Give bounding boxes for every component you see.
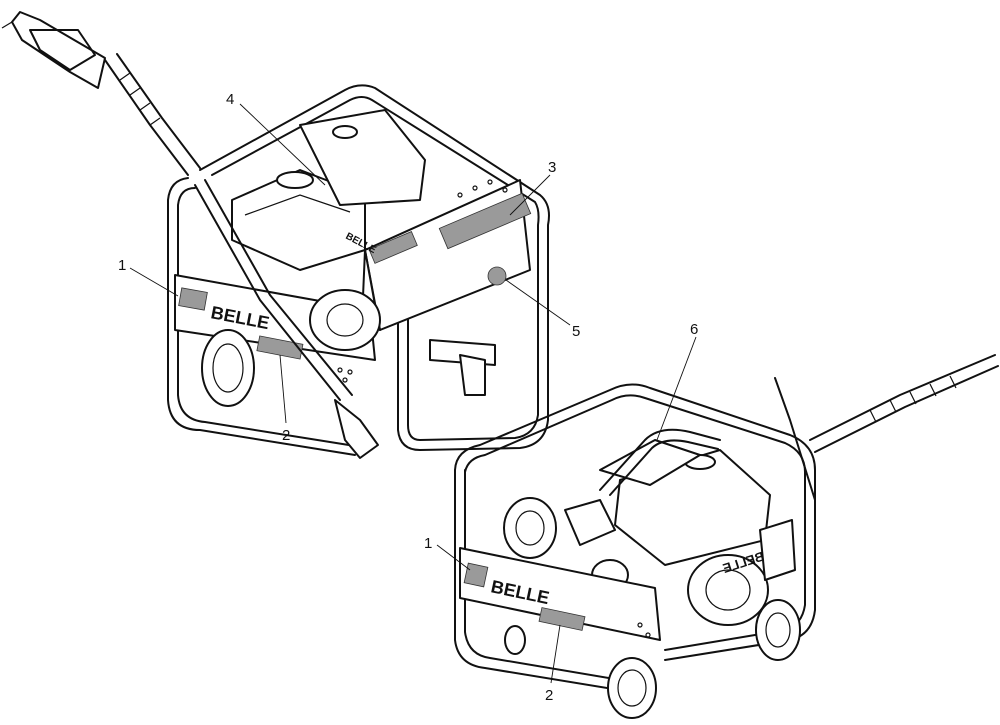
pressure-washer-front-view: BELLE BELLE	[1, 11, 580, 459]
roll-frame-rear	[454, 383, 816, 696]
callout-6: 6	[690, 321, 698, 338]
wheel-front	[201, 329, 255, 407]
spray-lance-rear	[774, 354, 999, 501]
control-panel: BELLE	[344, 179, 532, 331]
callout-5: 5	[572, 323, 580, 340]
roll-frame	[167, 84, 550, 456]
hose	[194, 179, 379, 459]
callouts-front: 1 2 3 4 5	[118, 91, 580, 444]
decal-5	[487, 266, 507, 286]
wheels-rear	[504, 599, 801, 719]
decal-2-rear	[538, 607, 586, 631]
callout-2-front: 2	[282, 427, 290, 444]
decal-1-front	[178, 287, 208, 311]
spray-lance	[1, 11, 201, 176]
pressure-washer-rear-view: BELLE BELLE	[424, 321, 999, 719]
decal-3	[438, 192, 532, 250]
callout-1-rear: 1	[424, 535, 432, 552]
callouts-rear: 1 2 6	[424, 321, 698, 704]
handle-rear	[599, 428, 721, 496]
callout-1-front: 1	[118, 257, 126, 274]
base-plate-rear: BELLE	[459, 547, 661, 641]
pump	[309, 289, 496, 396]
engine	[231, 109, 426, 271]
callout-4: 4	[226, 91, 234, 108]
decal-1-rear	[463, 562, 489, 588]
engine-rear: BELLE	[599, 439, 796, 626]
decal-4	[368, 231, 418, 264]
callout-3: 3	[548, 159, 556, 176]
callout-2-rear: 2	[545, 687, 553, 704]
